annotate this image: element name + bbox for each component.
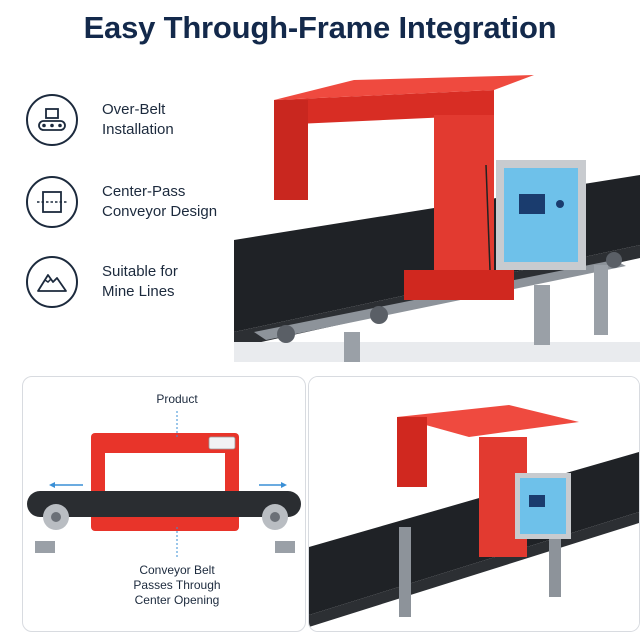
belt-caption: Conveyor Belt Passes Through Center Open… bbox=[97, 563, 257, 608]
feature-label-line1: Suitable for bbox=[102, 263, 178, 280]
feature-label-line2: Mine Lines bbox=[102, 283, 175, 300]
center-pass-icon bbox=[26, 176, 78, 228]
caption-line1: Conveyor Belt bbox=[139, 563, 215, 577]
feature-over-belt: Over-Belt Installation bbox=[26, 94, 174, 146]
detector-photo bbox=[234, 70, 640, 362]
product-label: Product bbox=[156, 392, 198, 406]
page-title: Easy Through-Frame Integration bbox=[83, 10, 557, 45]
installation-photo bbox=[308, 376, 640, 632]
caption-line3: Center Opening bbox=[134, 593, 220, 607]
feature-label-line1: Over-Belt bbox=[102, 101, 166, 118]
feature-label-line2: Conveyor Design bbox=[102, 203, 218, 220]
diagram-panel: Product Conveyor Belt Passes Through Cen… bbox=[22, 376, 306, 632]
caption-line2: Passes Through bbox=[133, 578, 221, 592]
feature-label-line1: Center-Pass bbox=[102, 183, 186, 200]
feature-label-line2: Installation bbox=[102, 121, 174, 138]
mountain-icon bbox=[26, 256, 78, 308]
feature-center-pass: Center-Pass Conveyor Design bbox=[26, 176, 217, 228]
conveyor-icon bbox=[26, 94, 78, 146]
feature-mine-lines: Suitable for Mine Lines bbox=[26, 256, 178, 308]
